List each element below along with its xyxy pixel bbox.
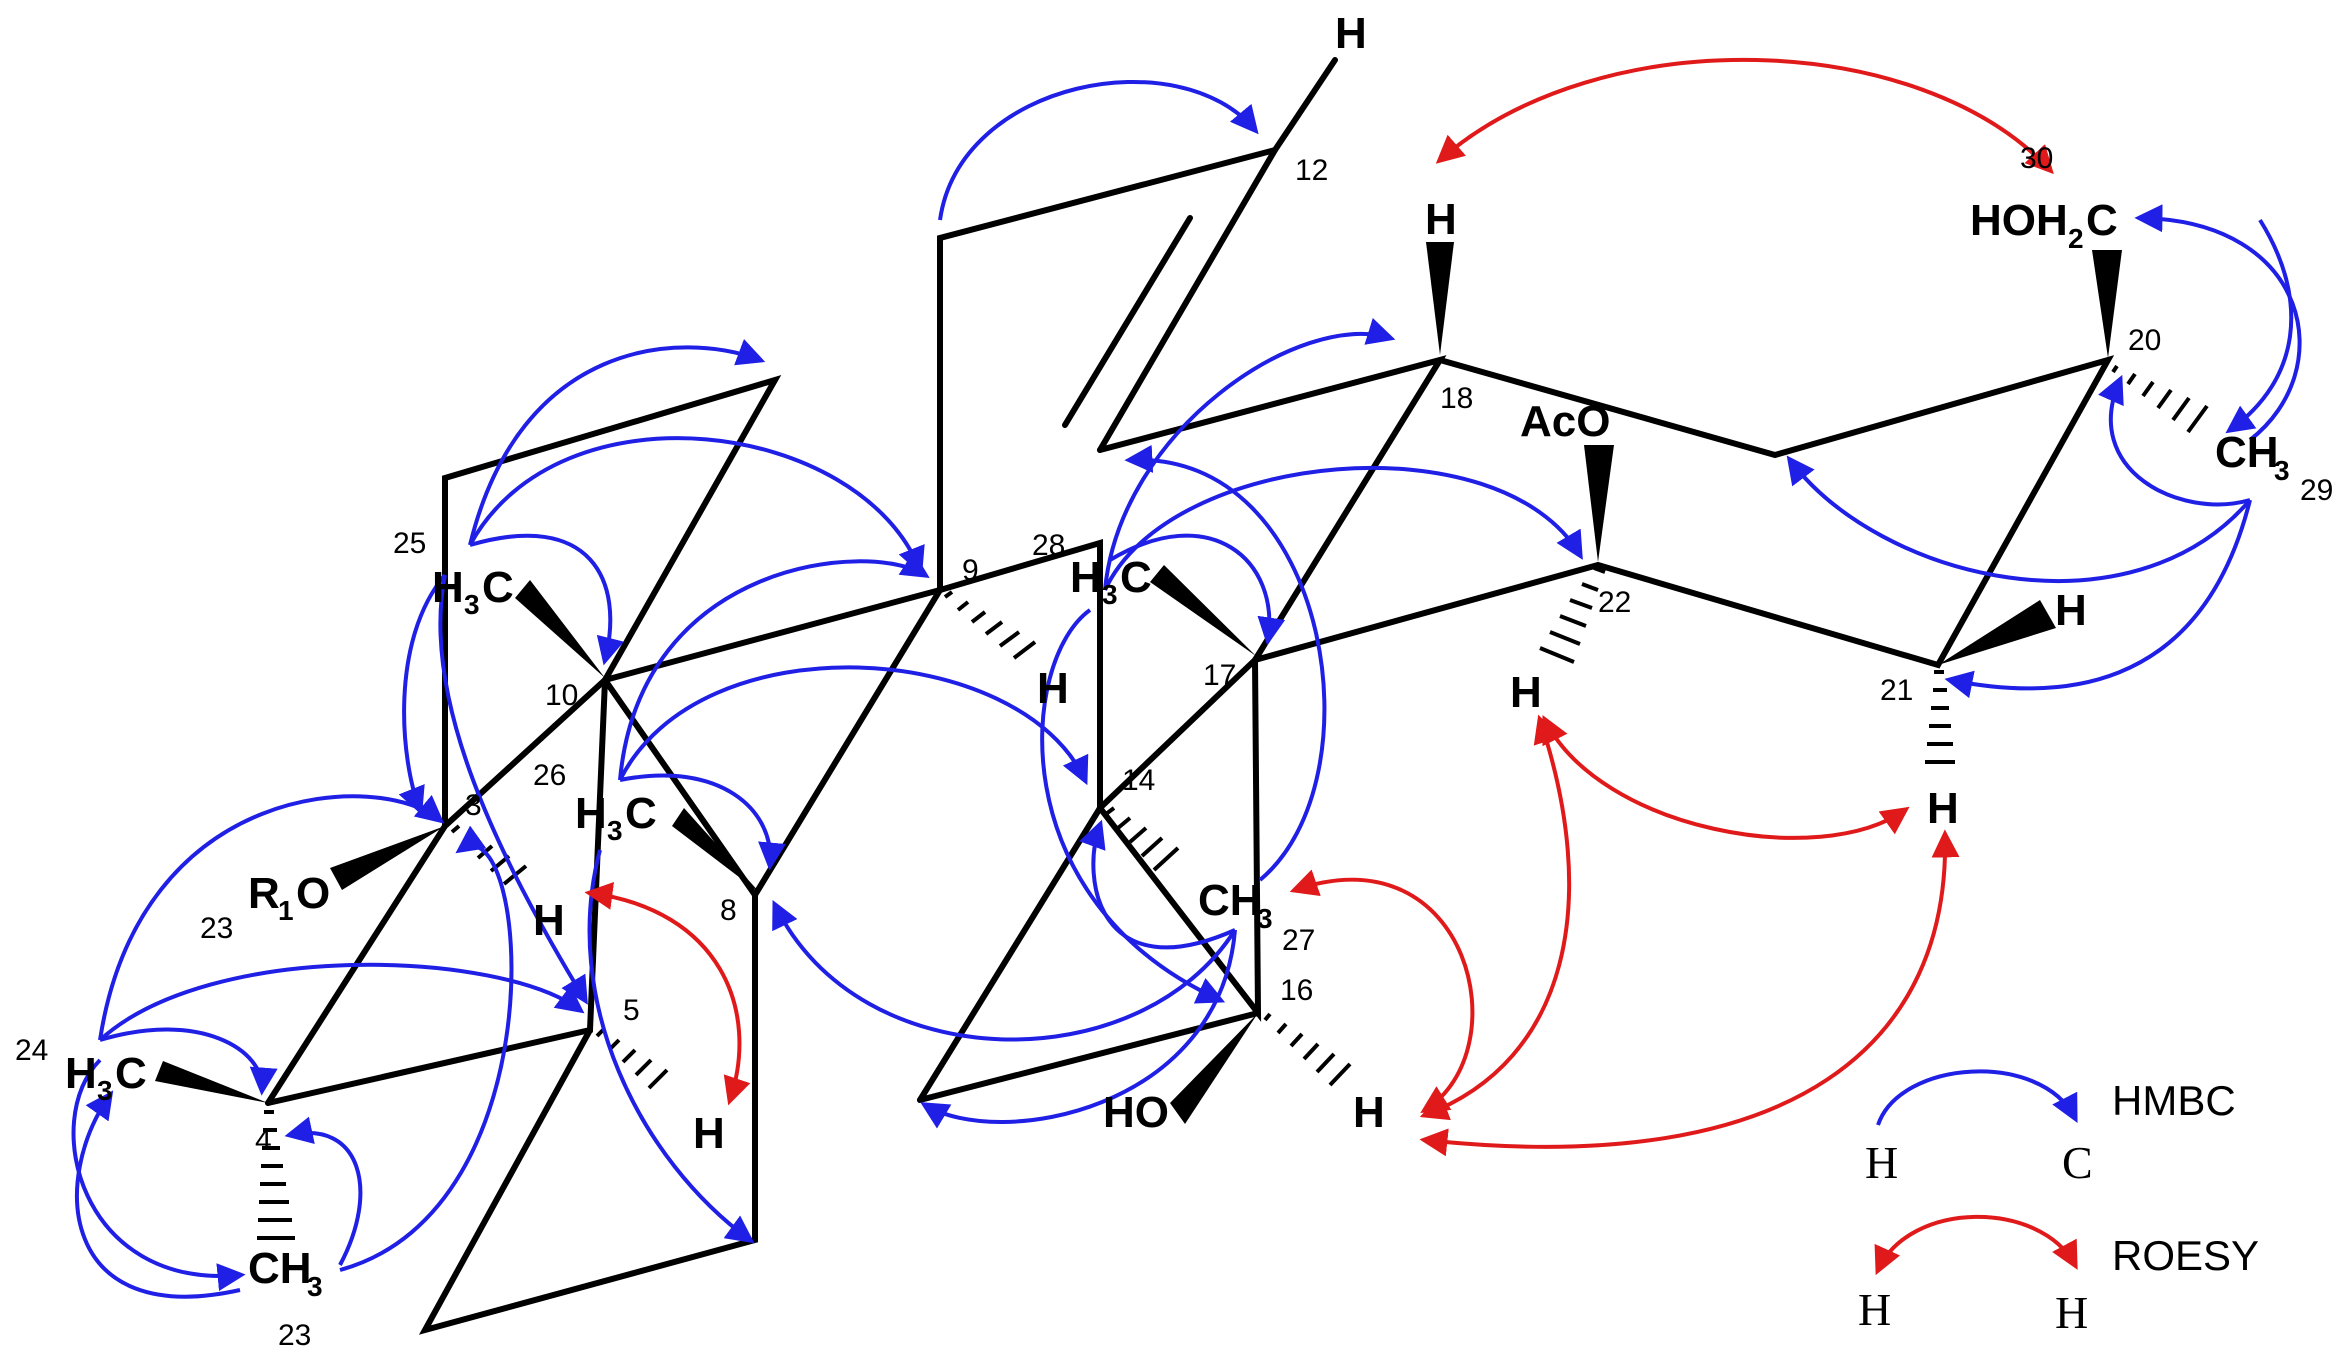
label-r1o: R 1 O	[248, 869, 330, 926]
num-27: 27	[1282, 924, 1315, 957]
legend-hmbc-label: HMBC	[2112, 1077, 2236, 1124]
label-h-21-beta: H	[2055, 586, 2087, 635]
num-26: 26	[533, 759, 566, 792]
num-23-lower: 23	[278, 1319, 311, 1352]
svg-text:3: 3	[1257, 903, 1273, 934]
label-h-22: H	[1510, 668, 1542, 717]
label-h-12: H	[1335, 9, 1367, 58]
label-h-9: H	[1037, 664, 1069, 713]
num-29: 29	[2300, 474, 2333, 507]
svg-text:3: 3	[1102, 579, 1118, 610]
svg-text:H: H	[65, 1049, 97, 1098]
svg-text:C: C	[115, 1049, 147, 1098]
label-ch3-29: CH 3	[2215, 428, 2290, 486]
label-h-21-alpha: H	[1927, 784, 1959, 833]
label-hoh2c-30: HOH 2 C	[1970, 196, 2118, 254]
label-h3c-28: H 3 C	[1070, 553, 1152, 610]
bond-skeleton	[265, 57, 2115, 1335]
svg-text:O: O	[296, 869, 330, 918]
num-12: 12	[1295, 154, 1328, 187]
num-16: 16	[1280, 974, 1313, 1007]
label-ch3-27: CH 3	[1198, 876, 1273, 934]
num-9: 9	[962, 554, 979, 587]
legend: H C HMBC H H ROESY	[1858, 1069, 2259, 1338]
legend-hmbc-to: C	[2062, 1137, 2093, 1188]
atom-labels: H H HOH 2 C AcO CH 3 H H H H 3 C H H 3 C…	[65, 9, 2290, 1302]
hmbc-correlations	[71, 79, 2302, 1299]
svg-text:1: 1	[278, 895, 294, 926]
num-23-upper: 23	[200, 912, 233, 945]
carbon-numbers: 12 30 20 18 22 29 21 25 9 28 10 17 26 14…	[15, 142, 2333, 1352]
svg-text:CH: CH	[2215, 428, 2279, 477]
legend-roesy-from: H	[1858, 1284, 1891, 1335]
num-20: 20	[2128, 324, 2161, 357]
label-h-16: H	[1353, 1088, 1385, 1137]
svg-text:H: H	[1070, 553, 1102, 602]
svg-text:C: C	[2086, 196, 2118, 245]
legend-hmbc-from: H	[1865, 1137, 1898, 1188]
svg-text:3: 3	[2274, 455, 2290, 486]
legend-roesy-to: H	[2055, 1287, 2088, 1338]
svg-text:C: C	[1120, 553, 1152, 602]
num-5: 5	[623, 994, 640, 1027]
svg-text:H: H	[432, 563, 464, 612]
num-8: 8	[720, 894, 737, 927]
svg-text:2: 2	[2068, 223, 2084, 254]
svg-text:3: 3	[464, 589, 480, 620]
svg-text:3: 3	[307, 1271, 323, 1302]
label-ch3-23: CH 3	[248, 1244, 323, 1302]
stereo-wedges	[155, 242, 2122, 1124]
num-10: 10	[545, 679, 578, 712]
num-25: 25	[393, 527, 426, 560]
svg-text:C: C	[625, 789, 657, 838]
num-3: 3	[465, 789, 482, 822]
label-h3c-24: H 3 C	[65, 1049, 147, 1106]
svg-text:R: R	[248, 869, 280, 918]
legend-roesy-label: ROESY	[2112, 1232, 2259, 1279]
roesy-correlations	[584, 57, 2054, 1157]
num-28: 28	[1032, 529, 1065, 562]
svg-text:3: 3	[97, 1075, 113, 1106]
num-22: 22	[1598, 586, 1631, 619]
num-24: 24	[15, 1034, 48, 1067]
num-30: 30	[2020, 142, 2053, 175]
svg-text:CH: CH	[248, 1244, 312, 1293]
num-17: 17	[1203, 659, 1236, 692]
label-ho-16: HO	[1103, 1088, 1169, 1137]
num-21: 21	[1880, 674, 1913, 707]
num-14: 14	[1122, 764, 1155, 797]
label-h3c-26: H 3 C	[575, 789, 657, 846]
svg-text:C: C	[482, 563, 514, 612]
svg-text:HOH: HOH	[1970, 196, 2068, 245]
label-h-3: H	[533, 896, 565, 945]
svg-text:CH: CH	[1198, 876, 1262, 925]
label-h-18: H	[1425, 195, 1457, 244]
num-18: 18	[1440, 382, 1473, 415]
label-h-5: H	[693, 1109, 725, 1158]
svg-text:H: H	[575, 789, 607, 838]
svg-text:3: 3	[607, 815, 623, 846]
label-h3c-25: H 3 C	[432, 563, 514, 620]
label-aco: AcO	[1520, 397, 1610, 446]
num-4: 4	[255, 1124, 272, 1157]
